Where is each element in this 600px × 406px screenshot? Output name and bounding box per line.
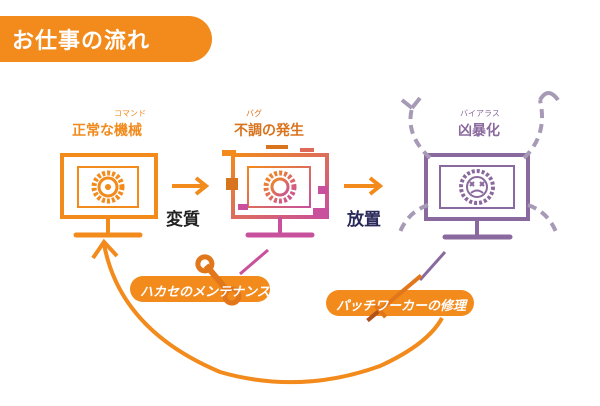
stage-label-virus: 凶暴化 <box>458 123 500 139</box>
rampant-monitor <box>398 91 560 240</box>
repair-pill-patchworker <box>326 290 474 316</box>
transition-label-mutation: 変質 <box>166 210 200 230</box>
glitched-monitor <box>222 145 329 238</box>
wrench-icon <box>195 254 242 306</box>
transition-label-neglect: 放置 <box>347 210 381 230</box>
gear-icon <box>263 170 297 204</box>
repair-pill-hakase <box>130 276 270 302</box>
stage-ruby-bug: バグ <box>246 109 262 118</box>
return-arrow <box>102 243 444 385</box>
title-banner <box>0 16 212 62</box>
repair-label-hakase: ハカセのメンテナンス <box>140 285 270 300</box>
arrow-right-icon <box>172 176 210 196</box>
arrow-right-icon <box>344 176 384 196</box>
stage-ruby-normal: コマンド <box>114 109 146 118</box>
page-title: お仕事の流れ <box>12 29 151 54</box>
sword-icon <box>366 274 423 323</box>
repair-label-patchworker: パッチワーカーの修理 <box>336 299 467 314</box>
stage-label-bug: 不調の発生 <box>234 123 304 139</box>
stage-label-normal: 正常な機械 <box>72 123 142 139</box>
gear-icon <box>91 170 125 204</box>
normal-monitor <box>60 153 158 238</box>
angry-gear-icon <box>459 169 495 205</box>
stage-ruby-virus: バイアラス <box>460 109 500 118</box>
